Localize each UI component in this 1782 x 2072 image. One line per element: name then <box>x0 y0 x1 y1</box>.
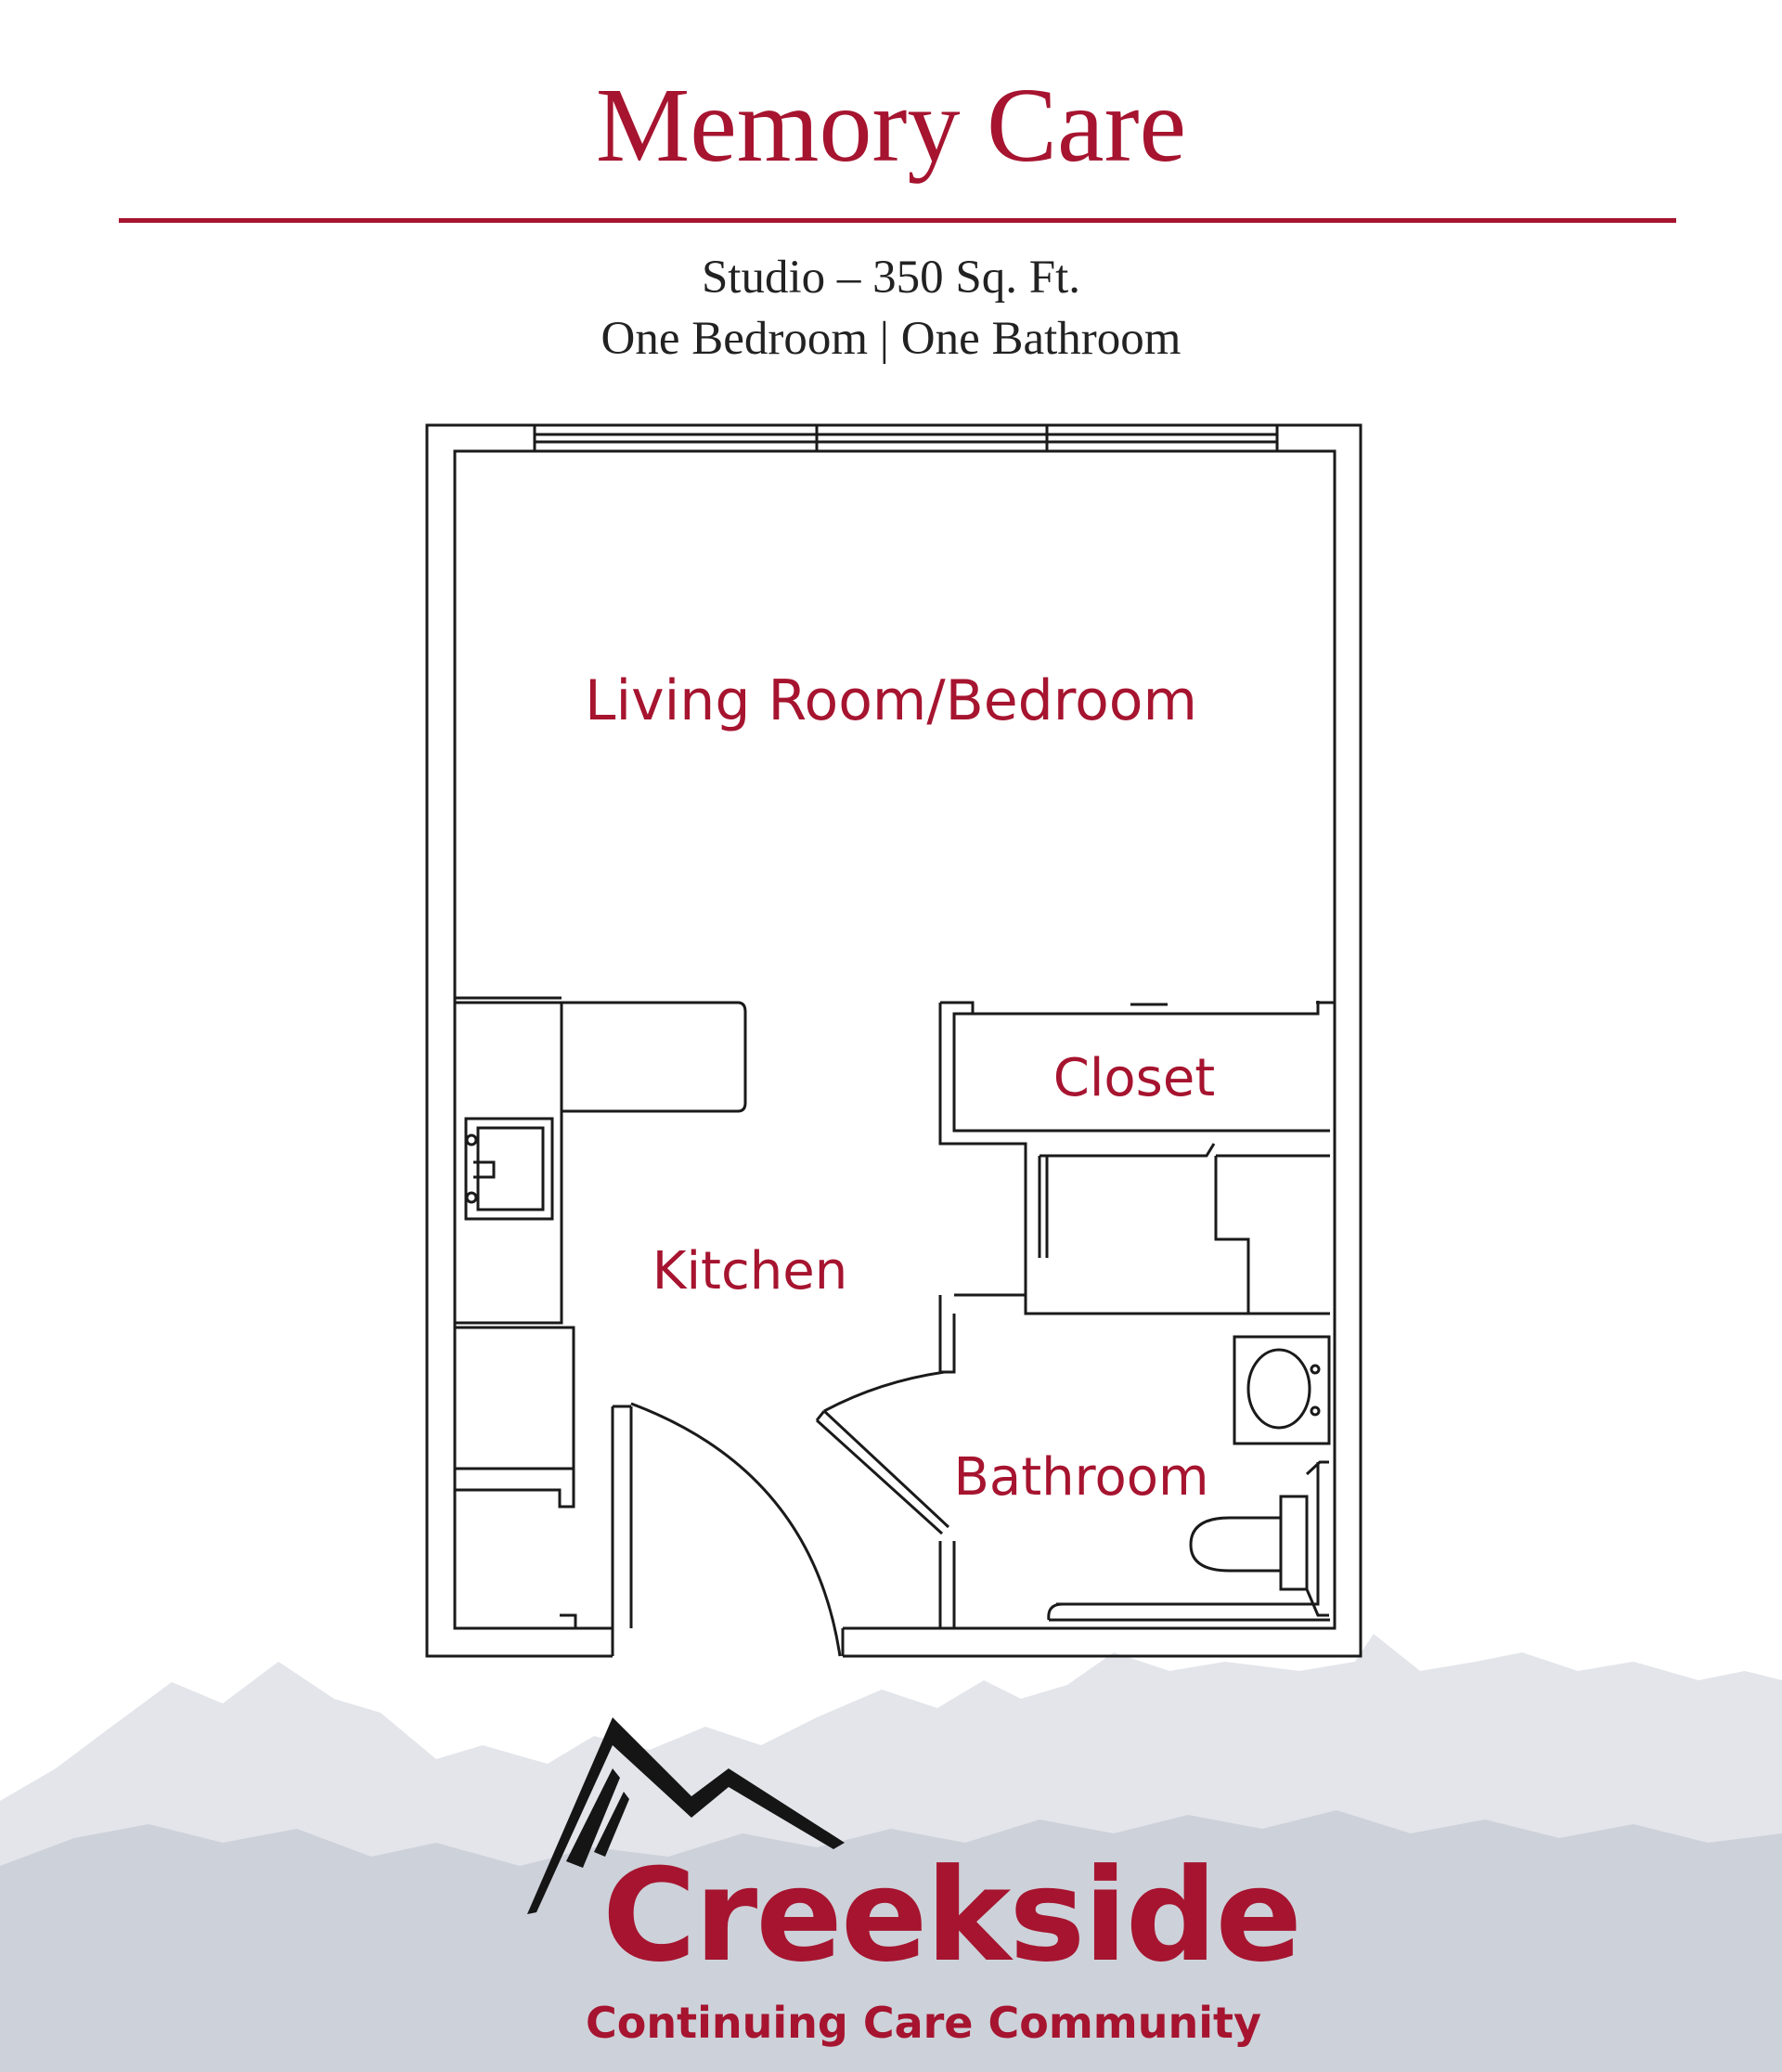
brand-name: Creekside <box>601 1841 1302 1990</box>
window <box>533 425 1279 451</box>
unit-layout: One Bedroom | One Bathroom <box>600 313 1182 365</box>
page-title: Memory Care <box>595 66 1187 184</box>
mountain-logo-icon <box>527 1717 845 1914</box>
bathroom-door <box>815 1370 950 1535</box>
floor-plan-walls <box>425 423 1362 1658</box>
bathtub-edge <box>1047 1462 1330 1622</box>
toilet <box>1189 1495 1309 1591</box>
closet-walls <box>938 1001 1335 1146</box>
mountain-range-background <box>0 1634 1782 2072</box>
kitchen-sink <box>464 1117 554 1221</box>
brand-tagline: Continuing Care Community <box>586 1998 1261 2048</box>
unit-size: Studio – 350 Sq. Ft. <box>701 252 1081 304</box>
kitchen-island <box>562 1001 747 1113</box>
bathroom-sink <box>1233 1335 1331 1445</box>
kitchen-cabinet-lower <box>453 1326 577 1629</box>
shower-area <box>954 1142 1330 1315</box>
room-label-closet: Closet <box>1053 1048 1216 1108</box>
room-label-living: Living Room/Bedroom <box>585 668 1197 733</box>
room-label-kitchen: Kitchen <box>652 1241 847 1301</box>
room-label-bathroom: Bathroom <box>953 1447 1208 1508</box>
title-divider <box>119 218 1676 223</box>
outer-wall <box>425 423 1362 1658</box>
entry-door <box>611 1402 842 1657</box>
kitchen-counter <box>455 1001 563 1325</box>
inner-wall <box>453 449 1336 1630</box>
bathroom-walls <box>938 1295 956 1630</box>
